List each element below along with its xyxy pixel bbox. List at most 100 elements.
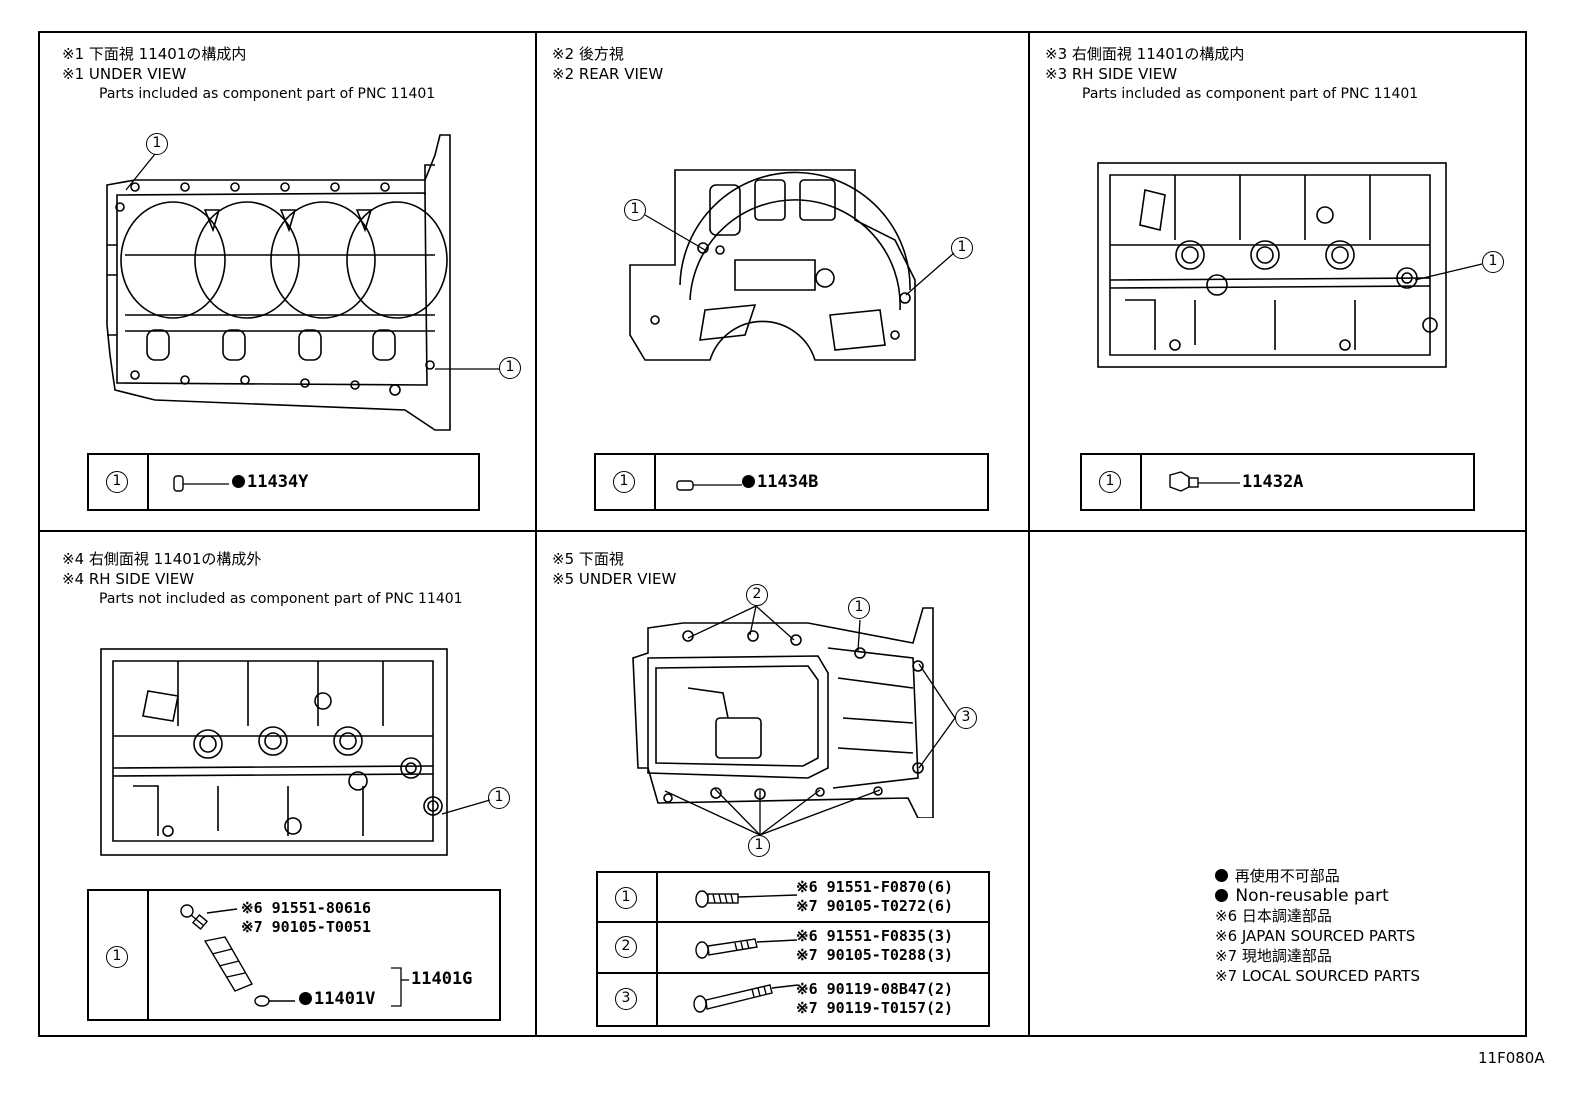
callout-1: 1 bbox=[499, 357, 521, 379]
callout-1: 1 bbox=[488, 787, 510, 809]
part-number: ※7 90105-T0272(6) bbox=[796, 897, 954, 915]
callout-3: 3 bbox=[955, 707, 977, 729]
panel4-title-jp: ※4 右側面視 11401の構成外 bbox=[62, 550, 262, 568]
table-cell: 1 bbox=[1082, 455, 1142, 509]
part-number: 11401V bbox=[299, 989, 375, 1009]
divider bbox=[598, 972, 988, 974]
leader-line bbox=[1414, 263, 1483, 281]
panel1-parts-table: 1 11434Y bbox=[87, 453, 480, 511]
panel3-title-jp: ※3 右側面視 11401の構成内 bbox=[1045, 45, 1245, 63]
panel3-engine-block-side-view bbox=[1097, 162, 1447, 368]
panel5-title-jp: ※5 下面視 bbox=[552, 550, 624, 568]
callout-2: 2 bbox=[746, 584, 768, 606]
panel4-parts-table: 1 ※6 91551-80616 ※7 90105-T0051 11401V 1… bbox=[87, 889, 501, 1021]
panel1-header: ※1 下面視 11401の構成内 ※1 UNDER VIEW Parts inc… bbox=[62, 44, 435, 104]
part-number: ※7 90105-T0051 bbox=[241, 918, 371, 936]
leader-line bbox=[441, 799, 491, 815]
sensor-icon bbox=[1169, 471, 1240, 492]
leader-line bbox=[644, 214, 706, 251]
legend-item: ※7 LOCAL SOURCED PARTS bbox=[1215, 967, 1420, 985]
non-reusable-dot-icon bbox=[299, 992, 312, 1005]
leader-line bbox=[918, 663, 956, 769]
divider bbox=[598, 921, 988, 923]
leader-line bbox=[435, 368, 500, 370]
panel5-oil-pan-under-view bbox=[632, 607, 934, 818]
part-number: ※7 90119-T0157(2) bbox=[796, 999, 954, 1017]
bolt-icon bbox=[695, 890, 798, 908]
callout-1: 1 bbox=[106, 471, 128, 493]
panel2-engine-block-rear-view bbox=[629, 169, 916, 361]
legend-item: ※6 JAPAN SOURCED PARTS bbox=[1215, 927, 1416, 945]
panel4-title-en: ※4 RH SIDE VIEW bbox=[62, 570, 195, 588]
table-cell: 1 bbox=[89, 455, 149, 509]
legend-item: Non-reusable part bbox=[1215, 886, 1420, 906]
bolt-icon bbox=[695, 938, 798, 959]
leader-line bbox=[857, 619, 861, 652]
part-number: ※6 91551-80616 bbox=[241, 899, 371, 917]
part-number: ※6 91551-F0835(3) bbox=[796, 927, 954, 945]
bolt-icon bbox=[693, 984, 799, 1013]
non-reusable-dot-icon bbox=[1215, 889, 1228, 902]
panel3-parts-table: 1 11432A bbox=[1080, 453, 1475, 511]
callout-1: 1 bbox=[951, 237, 973, 259]
legend-item: ※7 現地調達部品 bbox=[1215, 947, 1332, 965]
callout-1: 1 bbox=[848, 597, 870, 619]
panel2-parts-table: 1 11434B bbox=[594, 453, 989, 511]
part-number: ※6 90119-08B47(2) bbox=[796, 980, 954, 998]
panel4-subtitle: Parts not included as component part of … bbox=[99, 591, 463, 607]
divider bbox=[38, 530, 1527, 532]
callout-1: 1 bbox=[615, 887, 637, 909]
panel5-title-en: ※5 UNDER VIEW bbox=[552, 570, 677, 588]
legend-item: 再使用不可部品 bbox=[1215, 866, 1420, 886]
leader-line bbox=[905, 252, 955, 296]
diagram-frame bbox=[38, 31, 1527, 1037]
panel3-header: ※3 右側面視 11401の構成内 ※3 RH SIDE VIEW Parts … bbox=[1045, 44, 1418, 104]
panel3-title-en: ※3 RH SIDE VIEW bbox=[1045, 65, 1178, 83]
panel5-header: ※5 下面視 ※5 UNDER VIEW bbox=[552, 549, 676, 589]
table-cell bbox=[598, 873, 658, 1025]
callout-1: 1 bbox=[146, 133, 168, 155]
callout-1: 1 bbox=[1099, 471, 1121, 493]
part-number: ※6 91551-F0870(6) bbox=[796, 878, 954, 896]
leader-line bbox=[664, 788, 881, 836]
panel5-parts-table: 1 ※6 91551-F0870(6) ※7 90105-T0272(6) 2 … bbox=[596, 871, 990, 1027]
table-cell: 1 bbox=[596, 455, 656, 509]
divider bbox=[535, 31, 537, 1037]
part-number: ※7 90105-T0288(3) bbox=[796, 946, 954, 964]
non-reusable-dot-icon bbox=[742, 475, 755, 488]
callout-3: 3 bbox=[615, 988, 637, 1010]
callout-1: 1 bbox=[748, 835, 770, 857]
callout-1: 1 bbox=[1482, 251, 1504, 273]
non-reusable-dot-icon bbox=[1215, 869, 1228, 882]
sensor-assembly-icon bbox=[180, 904, 295, 1007]
panel1-engine-block-under-view bbox=[106, 134, 451, 431]
leader-line bbox=[687, 605, 795, 641]
panel4-header: ※4 右側面視 11401の構成外 ※4 RH SIDE VIEW Parts … bbox=[62, 549, 463, 609]
panel4-engine-block-side-view bbox=[100, 648, 448, 856]
panel2-title-en: ※2 REAR VIEW bbox=[552, 65, 664, 83]
part-number: 11434B bbox=[742, 472, 818, 492]
legend: 再使用不可部品 Non-reusable part ※6 日本調達部品 ※6 J… bbox=[1215, 866, 1420, 986]
part-number: 11401G bbox=[411, 969, 473, 989]
panel1-title-jp: ※1 下面視 11401の構成内 bbox=[62, 45, 247, 63]
plug-icon bbox=[173, 475, 229, 492]
table-cell: 1 bbox=[89, 891, 149, 1019]
callout-1: 1 bbox=[624, 199, 646, 221]
callout-1: 1 bbox=[613, 471, 635, 493]
panel2-header: ※2 後方視 ※2 REAR VIEW bbox=[552, 44, 663, 84]
callout-2: 2 bbox=[615, 936, 637, 958]
legend-item: ※6 日本調達部品 bbox=[1215, 907, 1332, 925]
panel1-title-en: ※1 UNDER VIEW bbox=[62, 65, 187, 83]
leader-line bbox=[125, 153, 156, 191]
plug-icon bbox=[676, 480, 742, 491]
panel3-subtitle: Parts included as component part of PNC … bbox=[1082, 86, 1419, 102]
bracket-line bbox=[391, 967, 409, 1007]
panel2-title-jp: ※2 後方視 bbox=[552, 45, 624, 63]
part-number: 11434Y bbox=[232, 472, 308, 492]
non-reusable-dot-icon bbox=[232, 475, 245, 488]
divider bbox=[1028, 31, 1030, 1037]
figure-code: 11F080A bbox=[1478, 1049, 1545, 1067]
callout-1: 1 bbox=[106, 946, 128, 968]
part-number: 11432A bbox=[1242, 472, 1304, 492]
panel1-subtitle: Parts included as component part of PNC … bbox=[99, 86, 436, 102]
